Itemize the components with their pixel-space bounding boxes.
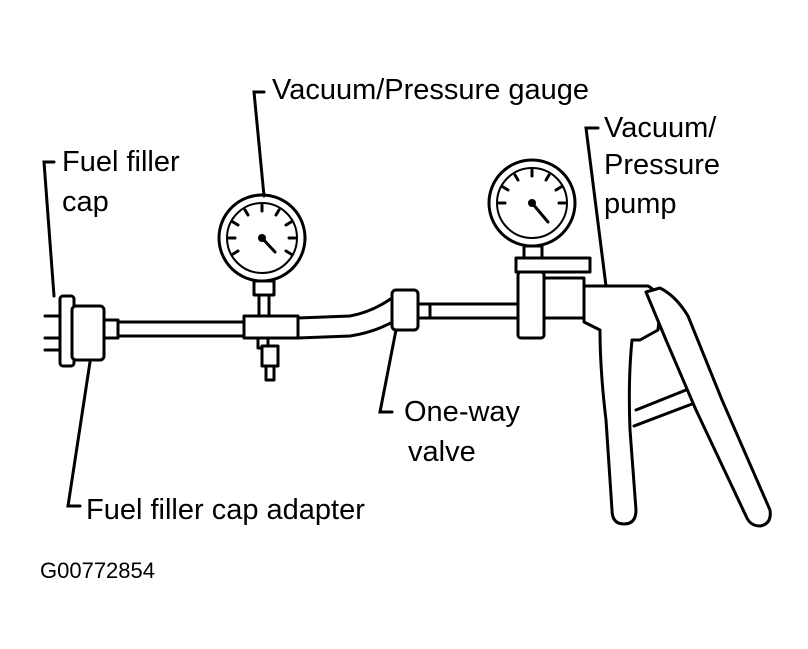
label-fuel-filler-cap-line1: Fuel filler [62,146,180,178]
vacuum-pressure-gauge [217,193,307,382]
label-vacuum-pressure-gauge: Vacuum/Pressure gauge [272,74,590,106]
one-way-valve [390,288,432,332]
leader-gauge [252,90,266,198]
label-one-way-valve-line2: valve [408,436,476,468]
pump-gauge [487,158,577,260]
label-fuel-filler-cap-line2: cap [62,186,109,218]
label-pump-line2: Pressure [604,149,721,181]
hose-valve-to-pump [428,302,520,320]
label-one-way-valve-line1: One-way [404,396,521,428]
figure-code: G00772854 [40,558,155,583]
leader-valve [378,328,398,414]
leader-cap [42,160,56,298]
label-pump-line3: pump [604,188,677,220]
label-fuel-filler-cap-adapter: Fuel filler cap adapter [86,494,365,526]
hose-gauge-to-valve [296,296,398,340]
vacuum-pressure-pump [514,256,772,528]
hose-cap-to-gauge [102,318,246,340]
leader-pump [584,126,608,288]
leader-lines [42,90,608,508]
leader-adapter [66,360,92,508]
label-pump-line1: Vacuum/ [604,112,717,144]
fuel-filler-cap [43,294,106,368]
